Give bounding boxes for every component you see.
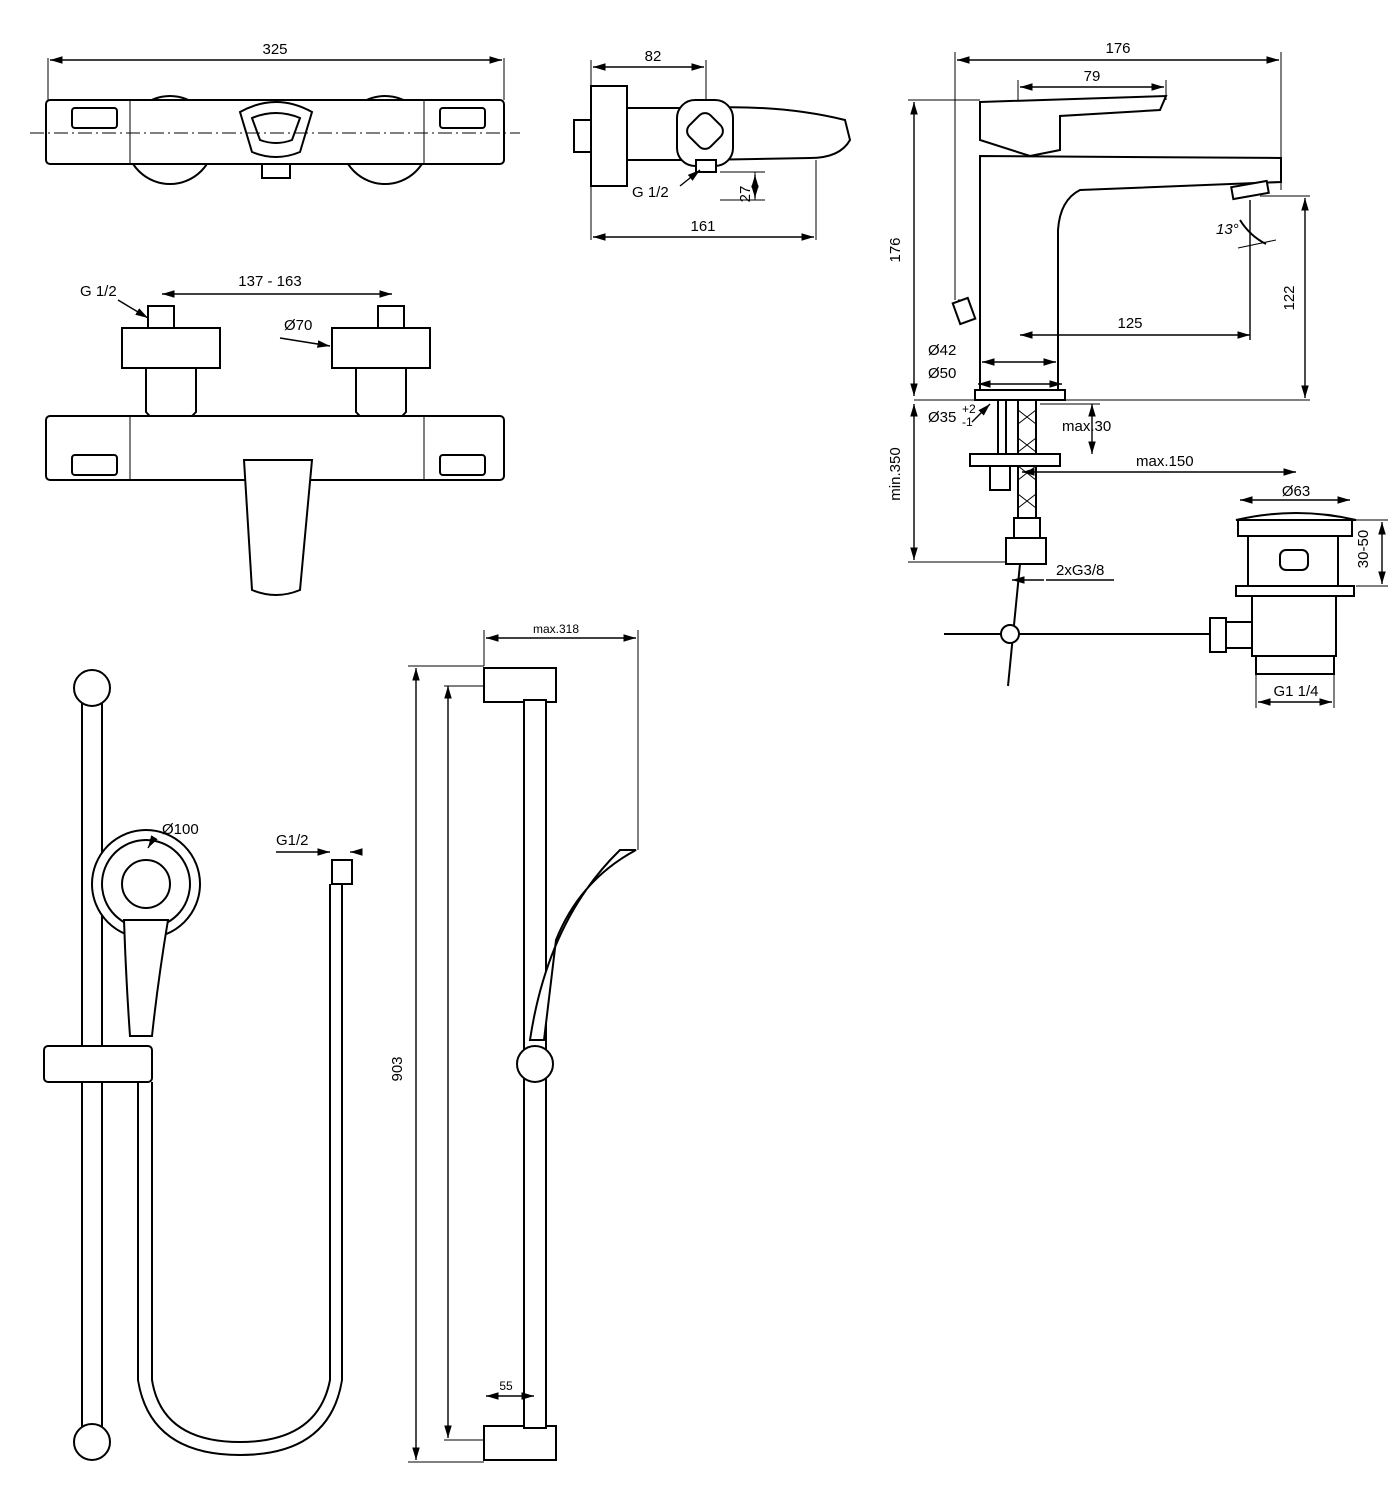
dim-spout-clearance: 122 xyxy=(1281,285,1298,310)
dim-reach: 125 xyxy=(1117,315,1142,332)
bath-mixer-front-view: 137 - 163 G 1/2 Ø70 xyxy=(45,273,505,596)
waste-assembly: Ø63 30-50 G1 1/4 xyxy=(1235,483,1388,708)
dim-flow-angle: 13° xyxy=(1216,221,1239,238)
dim-min-hose: min.350 xyxy=(887,447,904,500)
dim-hose-thread: 2xG3/8 xyxy=(1056,562,1104,579)
dim-max-deck: max.30 xyxy=(1062,418,1111,435)
dim-max-rod: max.150 xyxy=(1136,453,1194,470)
dim-handset-dia: Ø100 xyxy=(162,821,199,838)
dim-waste-dia: Ø63 xyxy=(1282,483,1310,500)
dim-hose-connector: G1/2 xyxy=(276,832,309,849)
bath-mixer-top-view: 325 xyxy=(30,41,520,185)
shower-set-side-view: max.318 903 55 xyxy=(389,622,639,1463)
dim-spout-depth: 82 xyxy=(645,48,662,65)
dim-bracket-depth: 55 xyxy=(499,1379,513,1393)
dim-waste-height: 30-50 xyxy=(1355,530,1372,568)
bath-mixer-side-view: 82 27 G 1/2 161 xyxy=(573,48,852,241)
dim-base-dia-50: Ø50 xyxy=(928,365,956,382)
basin-mixer-side-view: 176 79 13° 176 122 125 Ø42 Ø50 Ø35 +2 -1 xyxy=(887,40,1310,687)
dim-inlet-thread: G 1/2 xyxy=(80,283,117,300)
dim-centres: 137 - 163 xyxy=(238,273,301,290)
dim-hole-dia: Ø35 xyxy=(928,409,956,426)
dim-hole-tol-upper: +2 xyxy=(962,402,976,416)
dim-bath-width: 325 xyxy=(262,41,287,58)
dim-rail-projection: max.318 xyxy=(533,622,579,636)
dim-spout-thread: G 1/2 xyxy=(632,184,669,201)
dim-base-dia-42: Ø42 xyxy=(928,342,956,359)
shower-set-front-view: Ø100 G1/2 xyxy=(43,669,363,1461)
dim-basin-height: 176 xyxy=(887,237,904,262)
dim-basin-length: 176 xyxy=(1105,40,1130,57)
dim-escutcheon: Ø70 xyxy=(284,317,312,334)
dim-spout-height: 27 xyxy=(737,186,754,203)
dim-hole-tol-lower: -1 xyxy=(962,415,973,429)
dim-handle-length: 79 xyxy=(1084,68,1101,85)
dim-waste-thread: G1 1/4 xyxy=(1273,683,1318,700)
dim-spout-length: 161 xyxy=(690,218,715,235)
dim-rail-length: 903 xyxy=(389,1056,406,1081)
